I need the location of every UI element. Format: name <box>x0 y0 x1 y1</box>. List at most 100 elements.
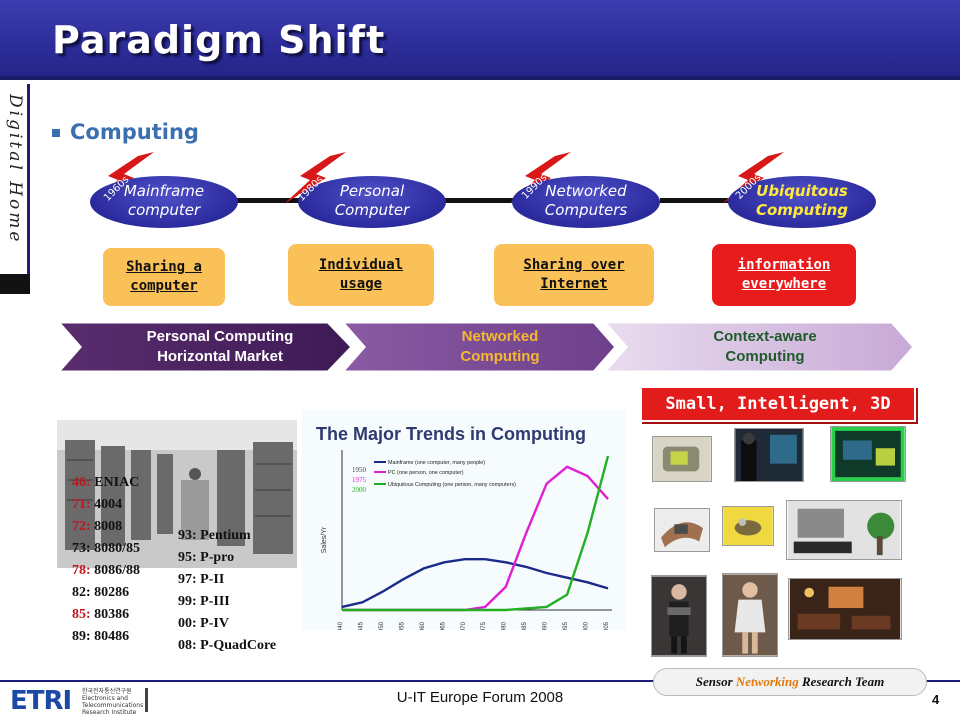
item-name: P-pro <box>200 550 235 565</box>
footer-divider <box>0 680 960 682</box>
node-label-line1: Networked <box>545 182 627 200</box>
node-label-line2: Computing <box>755 201 849 219</box>
legend-label: Ubiquitous Computing (one person, many c… <box>388 482 516 488</box>
list-item: 71: 4004 <box>72 497 123 512</box>
wearable-computer-person-thumbnail <box>651 575 707 657</box>
item-year: 71 <box>72 497 86 512</box>
market-line2: Computing <box>460 348 540 365</box>
market-line1: Context-aware <box>713 328 817 345</box>
list-item: 93: Pentium <box>178 528 251 543</box>
item-name: 8086/88 <box>94 563 141 578</box>
x-tick-label: 1975 <box>481 621 487 630</box>
series-line-3 <box>342 455 610 612</box>
item-year: 46 <box>72 475 86 490</box>
callout-information-everywhere: information everywhere <box>712 244 856 306</box>
processor-list-right: 93: Pentium 95: P-pro 97: P-II 99: P-III… <box>178 525 276 657</box>
forum-name: U-IT Europe Forum 2008 <box>396 689 564 706</box>
vr-users-thumbnail <box>734 428 804 482</box>
bullet-square-icon <box>52 129 60 137</box>
item-year: 89 <box>72 629 86 644</box>
callout-line2: usage <box>339 276 383 292</box>
market-line2: Computing <box>725 348 805 365</box>
node-label-line2: computer <box>127 201 201 219</box>
x-tick-label: 1945 <box>358 621 364 630</box>
item-name: 80286 <box>94 585 130 600</box>
callout-line1: information <box>737 257 831 273</box>
device-photo-thumbnail <box>652 436 712 482</box>
x-tick-label: 1990 <box>543 621 549 630</box>
holographic-display-thumbnail <box>830 426 906 482</box>
node-label-line2: Computer <box>334 201 410 219</box>
eniac-photo <box>57 420 297 568</box>
node-label-line1: Mainframe <box>123 182 205 200</box>
item-name: 8080/85 <box>94 541 141 556</box>
legend-label: Mainframe (one computer, many people) <box>388 460 485 466</box>
item-name: P-II <box>200 572 225 587</box>
etri-logo-subtitle: 한국전자통신연구원 Electronics and Telecommunicat… <box>82 688 144 716</box>
team-label: Sensor Networking Research Team <box>653 668 927 696</box>
market-line2: Horizontal Market <box>157 348 283 365</box>
item-name: P-III <box>200 594 230 609</box>
item-year: 73 <box>72 541 86 556</box>
lightning-bolt-icon <box>284 152 346 204</box>
node-label-line2: Computers <box>544 201 628 219</box>
item-year: 78 <box>72 563 86 578</box>
legend-year: 2000 <box>352 486 367 494</box>
legend-label: PC (one person, one computer) <box>388 470 464 476</box>
timeline-node-personal: Personal Computer <box>298 176 446 228</box>
team-word: Sensor <box>695 674 733 689</box>
team-word-accent: Networking <box>735 674 799 689</box>
home-theater-thumbnail <box>788 578 902 640</box>
series-line-1 <box>341 558 609 609</box>
market-arrow-3 <box>600 320 916 374</box>
callout-line2: everywhere <box>741 276 827 292</box>
list-item: 97: P-II <box>178 572 225 587</box>
list-item: 00: P-IV <box>178 616 229 631</box>
list-item: 99: P-III <box>178 594 230 609</box>
callout-line2: Internet <box>540 276 608 292</box>
item-name: 8008 <box>94 519 123 534</box>
market-arrow-2 <box>338 320 618 374</box>
x-tick-label: 1970 <box>461 621 467 630</box>
timeline-node-networked: Networked Computers <box>512 176 660 228</box>
timeline-node-mainframe: Mainframe computer <box>90 176 238 228</box>
side-block <box>0 274 30 294</box>
side-vertical-text: Digital Home <box>5 94 25 245</box>
item-name: ENIAC <box>94 475 140 490</box>
node-label-line1: Personal <box>339 182 405 200</box>
list-item: 95: P-pro <box>178 550 235 565</box>
item-name: P-QuadCore <box>200 638 277 653</box>
x-tick-label: 1950 <box>379 621 385 630</box>
y-axis-label: Sales/Yr <box>321 526 328 553</box>
eniac-photo-drawing <box>57 420 297 568</box>
item-name: 80486 <box>94 629 130 644</box>
page-number: 4 <box>932 692 940 707</box>
node-label-line1: Ubiquitous <box>756 182 848 200</box>
market-label-1: Personal Computing Horizontal Market <box>120 327 320 367</box>
x-tick-label: 1980 <box>502 621 508 630</box>
x-tick-label: 1965 <box>440 621 446 630</box>
etri-logo: ETRI <box>10 686 72 716</box>
item-name: 4004 <box>94 497 123 512</box>
item-year: 08 <box>178 638 192 653</box>
x-tick-label: 1960 <box>420 621 426 630</box>
slide-title: Paradigm Shift <box>52 18 386 62</box>
small-intelligent-3d-badge: Small, Intelligent, 3D <box>640 386 916 422</box>
x-tick-label: 2005 <box>604 621 610 630</box>
item-name: Pentium <box>200 528 251 543</box>
timeline-connector <box>230 198 310 203</box>
list-item: 85: 80386 <box>72 607 130 622</box>
team-word: Research Team <box>801 674 885 689</box>
market-line1: Personal Computing <box>146 328 294 345</box>
list-item: 89: 80486 <box>72 629 130 644</box>
section-label: Computing <box>70 120 199 144</box>
market-label-3: Context-aware Computing <box>680 327 850 367</box>
x-tick-label: 1955 <box>399 621 405 630</box>
item-year: 82 <box>72 585 86 600</box>
timeline-connector <box>440 198 520 203</box>
list-item: 78: 8086/88 <box>72 563 141 578</box>
